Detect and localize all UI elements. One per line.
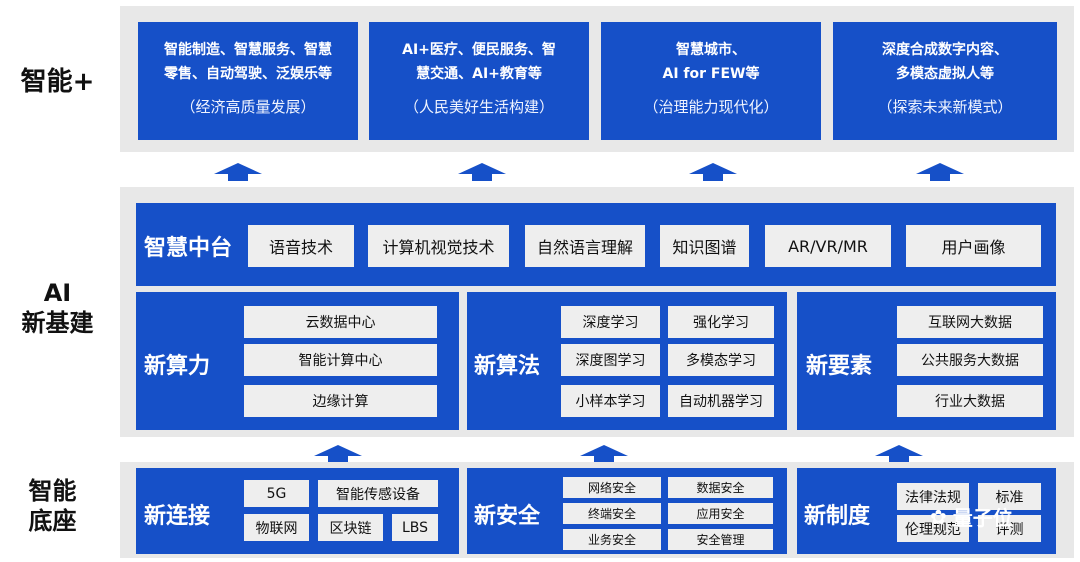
chip-edge: 边缘计算: [244, 385, 437, 417]
label-zhineng-dizuo: 智能 底座: [5, 476, 100, 536]
chip-public-data: 公共服务大数据: [897, 344, 1043, 376]
label-ai-xinjijian: AI 新基建: [5, 278, 110, 338]
chip-business-security: 业务安全: [563, 529, 661, 550]
xin-zhidu-title: 新制度: [804, 504, 871, 529]
top-box-line1: 深度合成数字内容、: [882, 42, 1008, 58]
chip-arvr: AR/VR/MR: [765, 225, 891, 267]
top-box-sub: （经济高质量发展）: [180, 98, 316, 116]
top-box-life: AI+医疗、便民服务、智 慧交通、AI+教育等 （人民美好生活构建）: [369, 22, 589, 140]
top-box-line1: 智能制造、智慧服务、智慧: [164, 42, 332, 58]
chip-law: 法律法规: [897, 483, 969, 510]
chip-automl: 自动机器学习: [668, 385, 774, 417]
zhihui-zhongtai-title: 智慧中台: [144, 236, 233, 261]
chip-lbs: LBS: [392, 514, 438, 541]
top-box-sub: （人民美好生活构建）: [403, 98, 554, 116]
label-xinjijian: 新基建: [21, 309, 94, 337]
chip-security-management: 安全管理: [668, 529, 773, 550]
chip-yuyin: 语音技术: [248, 225, 354, 267]
chip-graph-learning: 深度图学习: [561, 344, 660, 376]
label-dizuo: 底座: [28, 507, 77, 535]
xin-suanli-title: 新算力: [144, 354, 211, 379]
chip-multimodal: 多模态学习: [668, 344, 774, 376]
chip-terminal-security: 终端安全: [563, 503, 661, 524]
xin-suanfa-title: 新算法: [474, 354, 541, 379]
label-ai: AI: [43, 279, 72, 307]
chip-iot: 物联网: [244, 514, 309, 541]
chip-network-security: 网络安全: [563, 477, 661, 498]
watermark-text: 量子位: [952, 506, 1013, 530]
top-box-line2: 多模态虚拟人等: [896, 66, 994, 82]
chip-internet-data: 互联网大数据: [897, 306, 1043, 338]
chip-blockchain: 区块链: [318, 514, 383, 541]
top-box-line1: AI+医疗、便民服务、智: [402, 42, 556, 58]
wechat-icon: ✿: [930, 504, 947, 529]
chip-rl: 强化学习: [668, 306, 774, 338]
chip-app-security: 应用安全: [668, 503, 773, 524]
top-box-line2: AI for FEW等: [662, 66, 760, 82]
top-box-line2: 零售、自动驾驶、泛娱乐等: [164, 66, 332, 82]
watermark: ✿ 量子位: [930, 502, 1013, 531]
top-box-future: 深度合成数字内容、 多模态虚拟人等 （探索未来新模式）: [833, 22, 1057, 140]
top-box-sub: （探索未来新模式）: [877, 98, 1013, 116]
chip-standard: 标准: [978, 483, 1041, 510]
top-box-line1: 智慧城市、: [676, 42, 746, 58]
xin-yaosu-title: 新要素: [806, 354, 873, 379]
chip-cv: 计算机视觉技术: [368, 225, 509, 267]
label-zhineng: 智能: [28, 477, 77, 505]
xin-anquan-title: 新安全: [474, 504, 541, 529]
chip-evaluation: 评测: [978, 515, 1041, 542]
chip-fewshot: 小样本学习: [561, 385, 660, 417]
chip-data-security: 数据安全: [668, 477, 773, 498]
top-box-line2: 慧交通、AI+教育等: [416, 66, 542, 82]
chip-ethics: 伦理规范: [897, 515, 969, 542]
chip-cloud-dc: 云数据中心: [244, 306, 437, 338]
label-zhineng-plus: 智能+: [20, 67, 95, 97]
chip-deep-learning: 深度学习: [561, 306, 660, 338]
chip-industry-data: 行业大数据: [897, 385, 1043, 417]
chip-user-profile: 用户画像: [906, 225, 1041, 267]
top-box-economy: 智能制造、智慧服务、智慧 零售、自动驾驶、泛娱乐等 （经济高质量发展）: [138, 22, 358, 140]
chip-5g: 5G: [244, 480, 309, 507]
chip-sensor: 智能传感设备: [318, 480, 438, 507]
chip-nlu: 自然语言理解: [525, 225, 645, 267]
chip-kg: 知识图谱: [660, 225, 749, 267]
top-box-governance: 智慧城市、 AI for FEW等 （治理能力现代化）: [601, 22, 821, 140]
xin-lianjie-title: 新连接: [144, 504, 211, 529]
top-box-sub: （治理能力现代化）: [643, 98, 779, 116]
chip-ai-compute: 智能计算中心: [244, 344, 437, 376]
